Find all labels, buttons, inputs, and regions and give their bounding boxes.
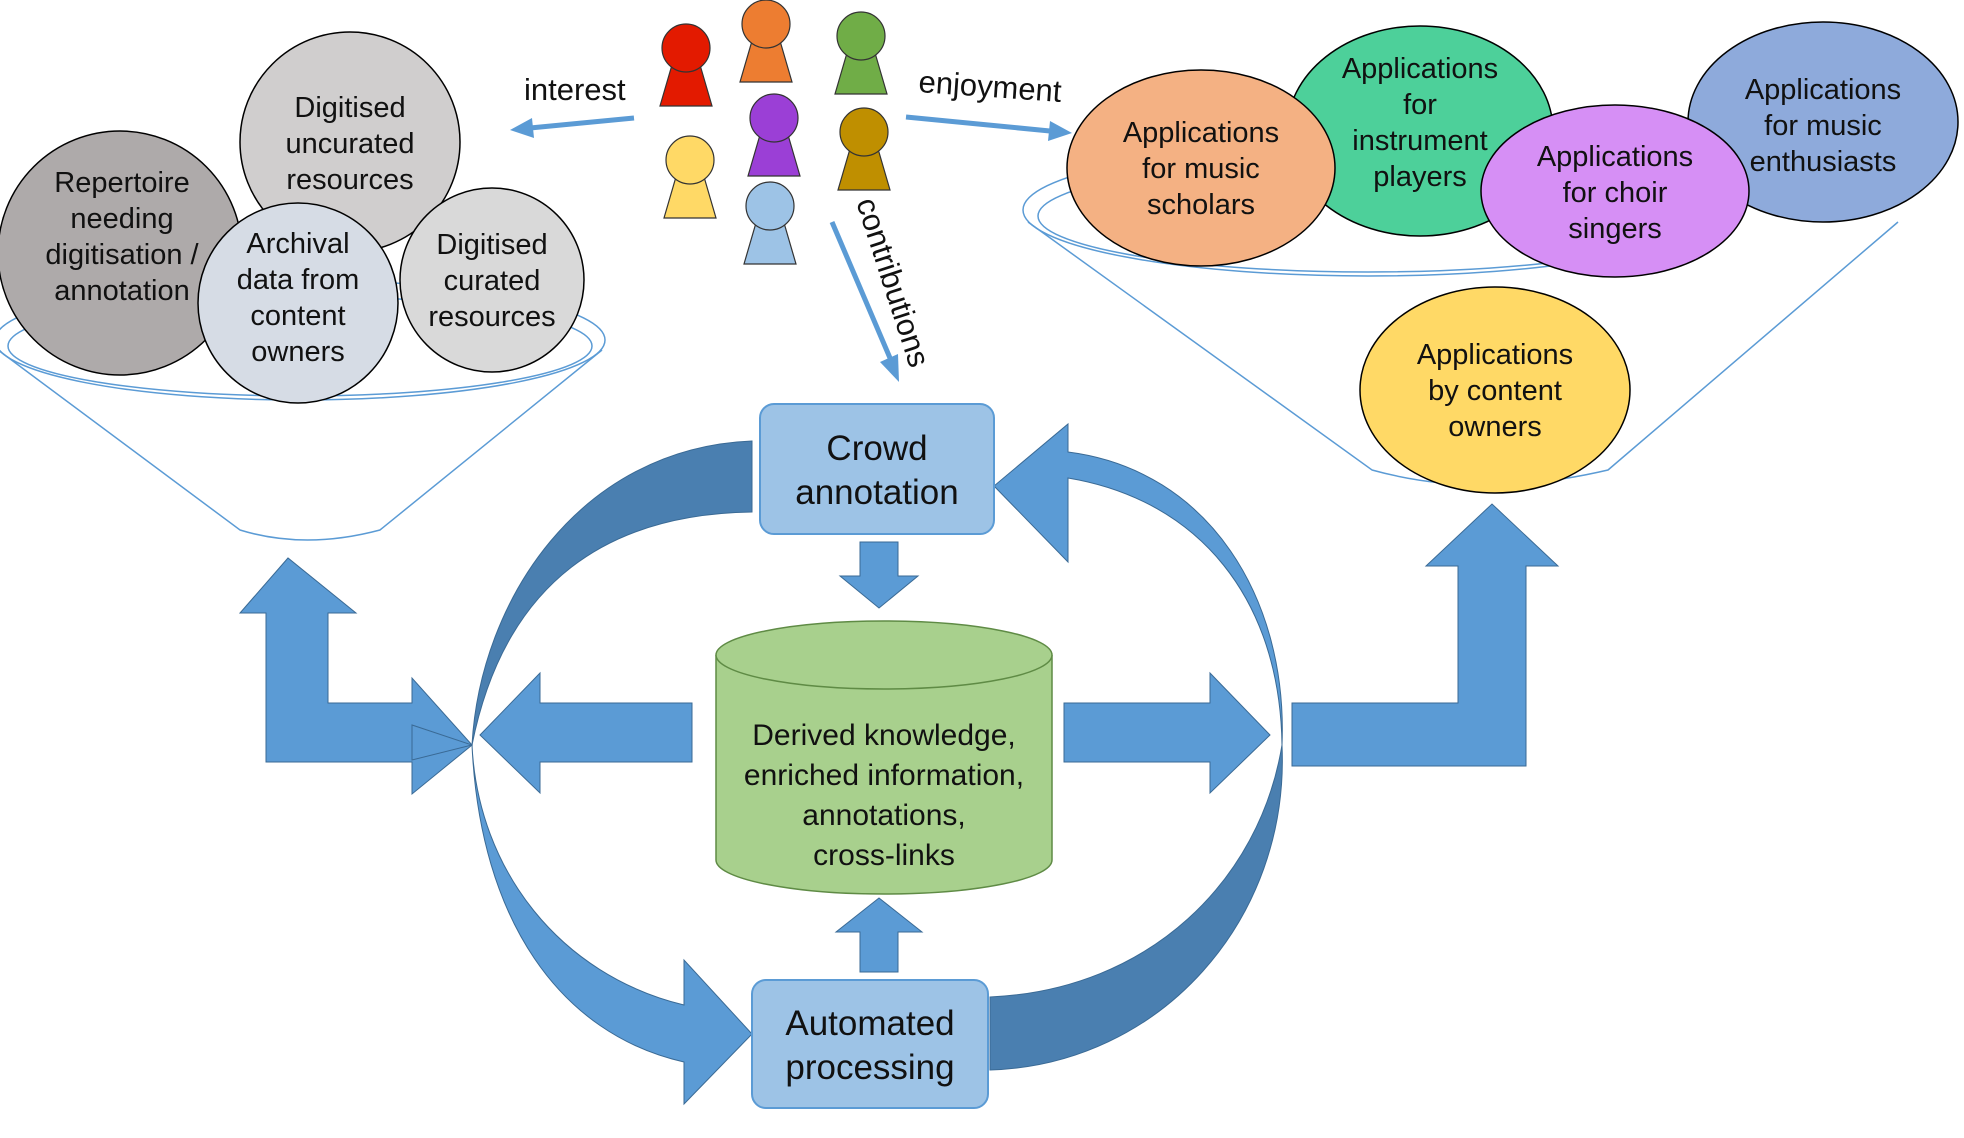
arrow-automated-to-db — [834, 897, 924, 973]
orange-person-icon — [739, 0, 793, 83]
bubble-line: players — [1373, 161, 1467, 193]
bubble-line: enthusiasts — [1750, 146, 1897, 178]
bubble-content-owners-apps: Applications by content owners — [1359, 286, 1631, 494]
svg-text:Derived knowledge,enriched inf: Derived knowledge, enriched information, a… — [744, 719, 1024, 872]
bubble-line: owners — [1448, 411, 1542, 443]
bubble-repertoire: Repertoire needing digitisation / annotatio… — [0, 130, 243, 376]
bubble-line: resources — [428, 301, 555, 333]
box-line: Automated — [785, 1004, 954, 1043]
bubble-uncurated-resources: Digitised uncurated resources — [239, 31, 461, 253]
application-bubbles: Applications for music enthusiasts Applica… — [1066, 21, 1959, 494]
source-bubbles: Digitised uncurated resources Repertoire ne… — [0, 31, 585, 404]
bubble-line: needing — [70, 203, 173, 235]
bubble-line: Applications — [1417, 339, 1573, 371]
bubble-line: Repertoire — [54, 167, 189, 199]
arrow-db-to-right — [1063, 671, 1271, 795]
yellow-person-icon — [663, 135, 717, 219]
bubble-line: singers — [1568, 213, 1662, 245]
contributions-arrow — [829, 221, 899, 382]
bubble-line: content — [250, 300, 345, 332]
blue-person-icon — [743, 181, 797, 265]
bubble-line: Archival — [246, 228, 349, 260]
bubble-line: annotation — [54, 275, 189, 307]
automated-processing-box: Automated processing — [751, 979, 989, 1109]
bubble-line: uncurated — [286, 128, 415, 160]
purple-person-icon — [747, 93, 801, 177]
arrow-to-applications — [1291, 503, 1560, 767]
bubble-line: digitisation / — [45, 239, 199, 271]
enjoyment-label: enjoyment — [918, 64, 1064, 109]
arrow-db-to-left — [479, 671, 693, 795]
bubble-line: Applications — [1745, 74, 1901, 106]
bubble-line: owners — [251, 336, 345, 368]
db-line: cross-links — [813, 839, 955, 872]
bubble-line: curated — [444, 265, 541, 297]
bubble-line: resources — [286, 164, 413, 196]
bubble-curated-resources: Digitised curated resources — [399, 187, 585, 373]
bubble-line: Applications — [1537, 141, 1693, 173]
knowledge-database: Derived knowledge, enriched information, a… — [715, 620, 1053, 895]
gold-person-icon — [837, 107, 891, 191]
bubble-line: Digitised — [436, 229, 547, 261]
box-line: annotation — [795, 473, 958, 512]
bubble-line: for — [1403, 89, 1437, 121]
bubble-line: instrument — [1352, 125, 1487, 157]
green-person-icon — [834, 11, 888, 95]
bubble-line: Applications — [1342, 53, 1498, 85]
bubble-line: data from — [237, 264, 360, 296]
arrow-to-sources — [238, 557, 474, 796]
db-line: enriched information, — [744, 759, 1024, 792]
bubble-line: for music — [1764, 110, 1882, 142]
cycle-arrow-automated-to-right — [989, 744, 1283, 1071]
db-line: annotations, — [802, 799, 965, 832]
cycle-arrow-left-to-automated — [471, 744, 753, 1106]
bubble-line: Applications — [1123, 117, 1279, 149]
cycle-arrows — [471, 422, 1283, 1106]
bubble-choir-singers: Applications for choir singers — [1480, 104, 1750, 278]
bubble-line: for music — [1142, 153, 1260, 185]
interest-label: interest — [524, 72, 626, 107]
contributions-label: contributions — [849, 193, 937, 371]
red-person-icon — [659, 23, 713, 107]
arrow-crowd-to-db — [838, 541, 920, 609]
bubble-line: by content — [1428, 375, 1562, 407]
interest-arrow — [510, 115, 635, 138]
db-line: Derived knowledge, — [752, 719, 1015, 752]
bubble-archival-data: Archival data from content owners — [197, 202, 399, 404]
box-line: Crowd — [826, 429, 927, 468]
bubble-line: for choir — [1563, 177, 1668, 209]
enjoyment-arrow — [905, 114, 1072, 141]
box-line: processing — [785, 1048, 954, 1087]
bubble-music-enthusiasts: Applications for music enthusiasts — [1687, 21, 1959, 223]
bubble-line: scholars — [1147, 189, 1255, 221]
crowd-annotation-box: Crowd annotation — [759, 403, 995, 535]
people-group — [659, 0, 891, 265]
bubble-line: Digitised — [294, 92, 405, 124]
bubble-music-scholars: Applications for music scholars — [1066, 69, 1336, 267]
